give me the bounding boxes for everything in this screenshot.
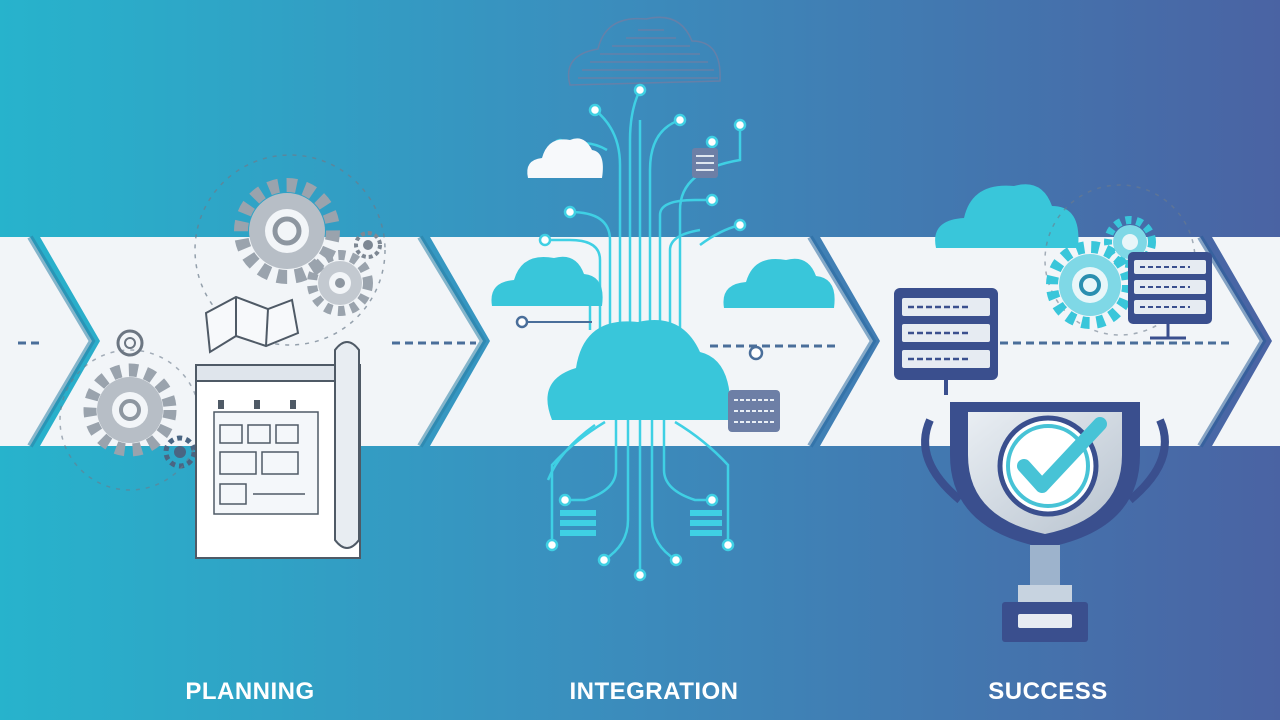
chevron-edge-3 [807,235,877,448]
cloud-icon [547,320,731,420]
cloud-icon [491,256,603,306]
circuit-nodes [545,493,735,582]
cloud-icon [723,258,835,308]
node [705,135,719,149]
planning-illustration [59,154,386,559]
stage-label-planning: PLANNING [185,678,315,705]
server-icon [692,148,718,178]
chevron-segment-5 [1212,237,1280,446]
chevron-edge-1 [27,235,96,448]
gear-icon [234,178,340,284]
server-icon [728,390,780,432]
node [545,538,559,552]
circuit-icon [546,420,730,575]
chevron-segment-1 [0,237,92,446]
gear-icon [83,363,177,457]
node [733,218,747,232]
node [588,103,602,117]
gear-icon [354,231,382,259]
server-rack-icon [1128,252,1212,340]
node [669,553,683,567]
integration-illustration [491,16,835,582]
node [633,568,647,582]
node [538,233,552,247]
cloud-icon [935,184,1079,248]
stage-label-success: SUCCESS [988,678,1108,705]
server-icon [690,510,722,536]
papers-icon [204,295,300,354]
server-icon [560,510,596,536]
node [563,205,577,219]
checkmark-icon [997,415,1107,517]
success-illustration [894,184,1212,642]
node [597,553,611,567]
node [558,493,572,507]
node [705,193,719,207]
node [733,118,747,132]
node [721,538,735,552]
stage-label-integration: INTEGRATION [569,678,739,705]
gear-icon [163,435,197,469]
blueprint-icon [195,341,361,559]
band-dash-lines [18,341,1230,348]
chevron-edge-2 [417,235,487,448]
node [515,315,529,329]
cloud-icon [527,138,603,178]
cloud-icon [567,16,721,86]
node [633,83,647,97]
node [748,345,764,361]
gear-icon [307,250,373,316]
chevron-edge-4 [1197,235,1267,448]
node [673,113,687,127]
gear-icon [116,329,144,357]
node [705,493,719,507]
planning-orbit-icon [194,154,386,346]
server-rack-icon [894,288,998,395]
